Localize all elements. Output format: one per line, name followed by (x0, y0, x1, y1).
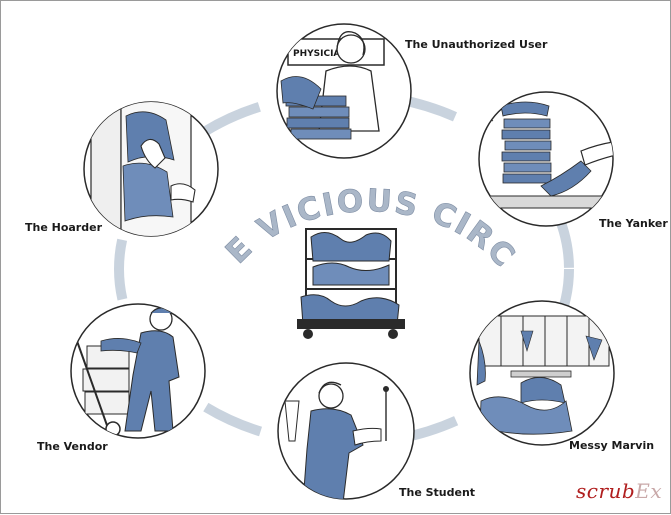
label-hoarder: The Hoarder (25, 221, 102, 234)
label-vendor: The Vendor (37, 440, 108, 453)
label-unauthorized-user: The Unauthorized User (405, 38, 547, 51)
scrubex-logo: scrubEx (576, 479, 662, 503)
logo-main-text: scrub (576, 479, 635, 503)
label-student: The Student (399, 486, 475, 499)
vendor-illustration (71, 304, 205, 438)
unauthorized-user-illustration: PHYSICIA R (277, 24, 411, 158)
logo-accent-text: Ex (635, 479, 662, 503)
label-messy-marvin: Messy Marvin (569, 439, 654, 452)
label-yanker: The Yanker (599, 217, 668, 230)
messy-marvin-illustration (470, 301, 614, 445)
student-illustration (278, 363, 414, 503)
yanker-illustration (477, 92, 625, 226)
laundry-cart-illustration (297, 229, 405, 339)
hoarder-illustration (84, 99, 218, 241)
